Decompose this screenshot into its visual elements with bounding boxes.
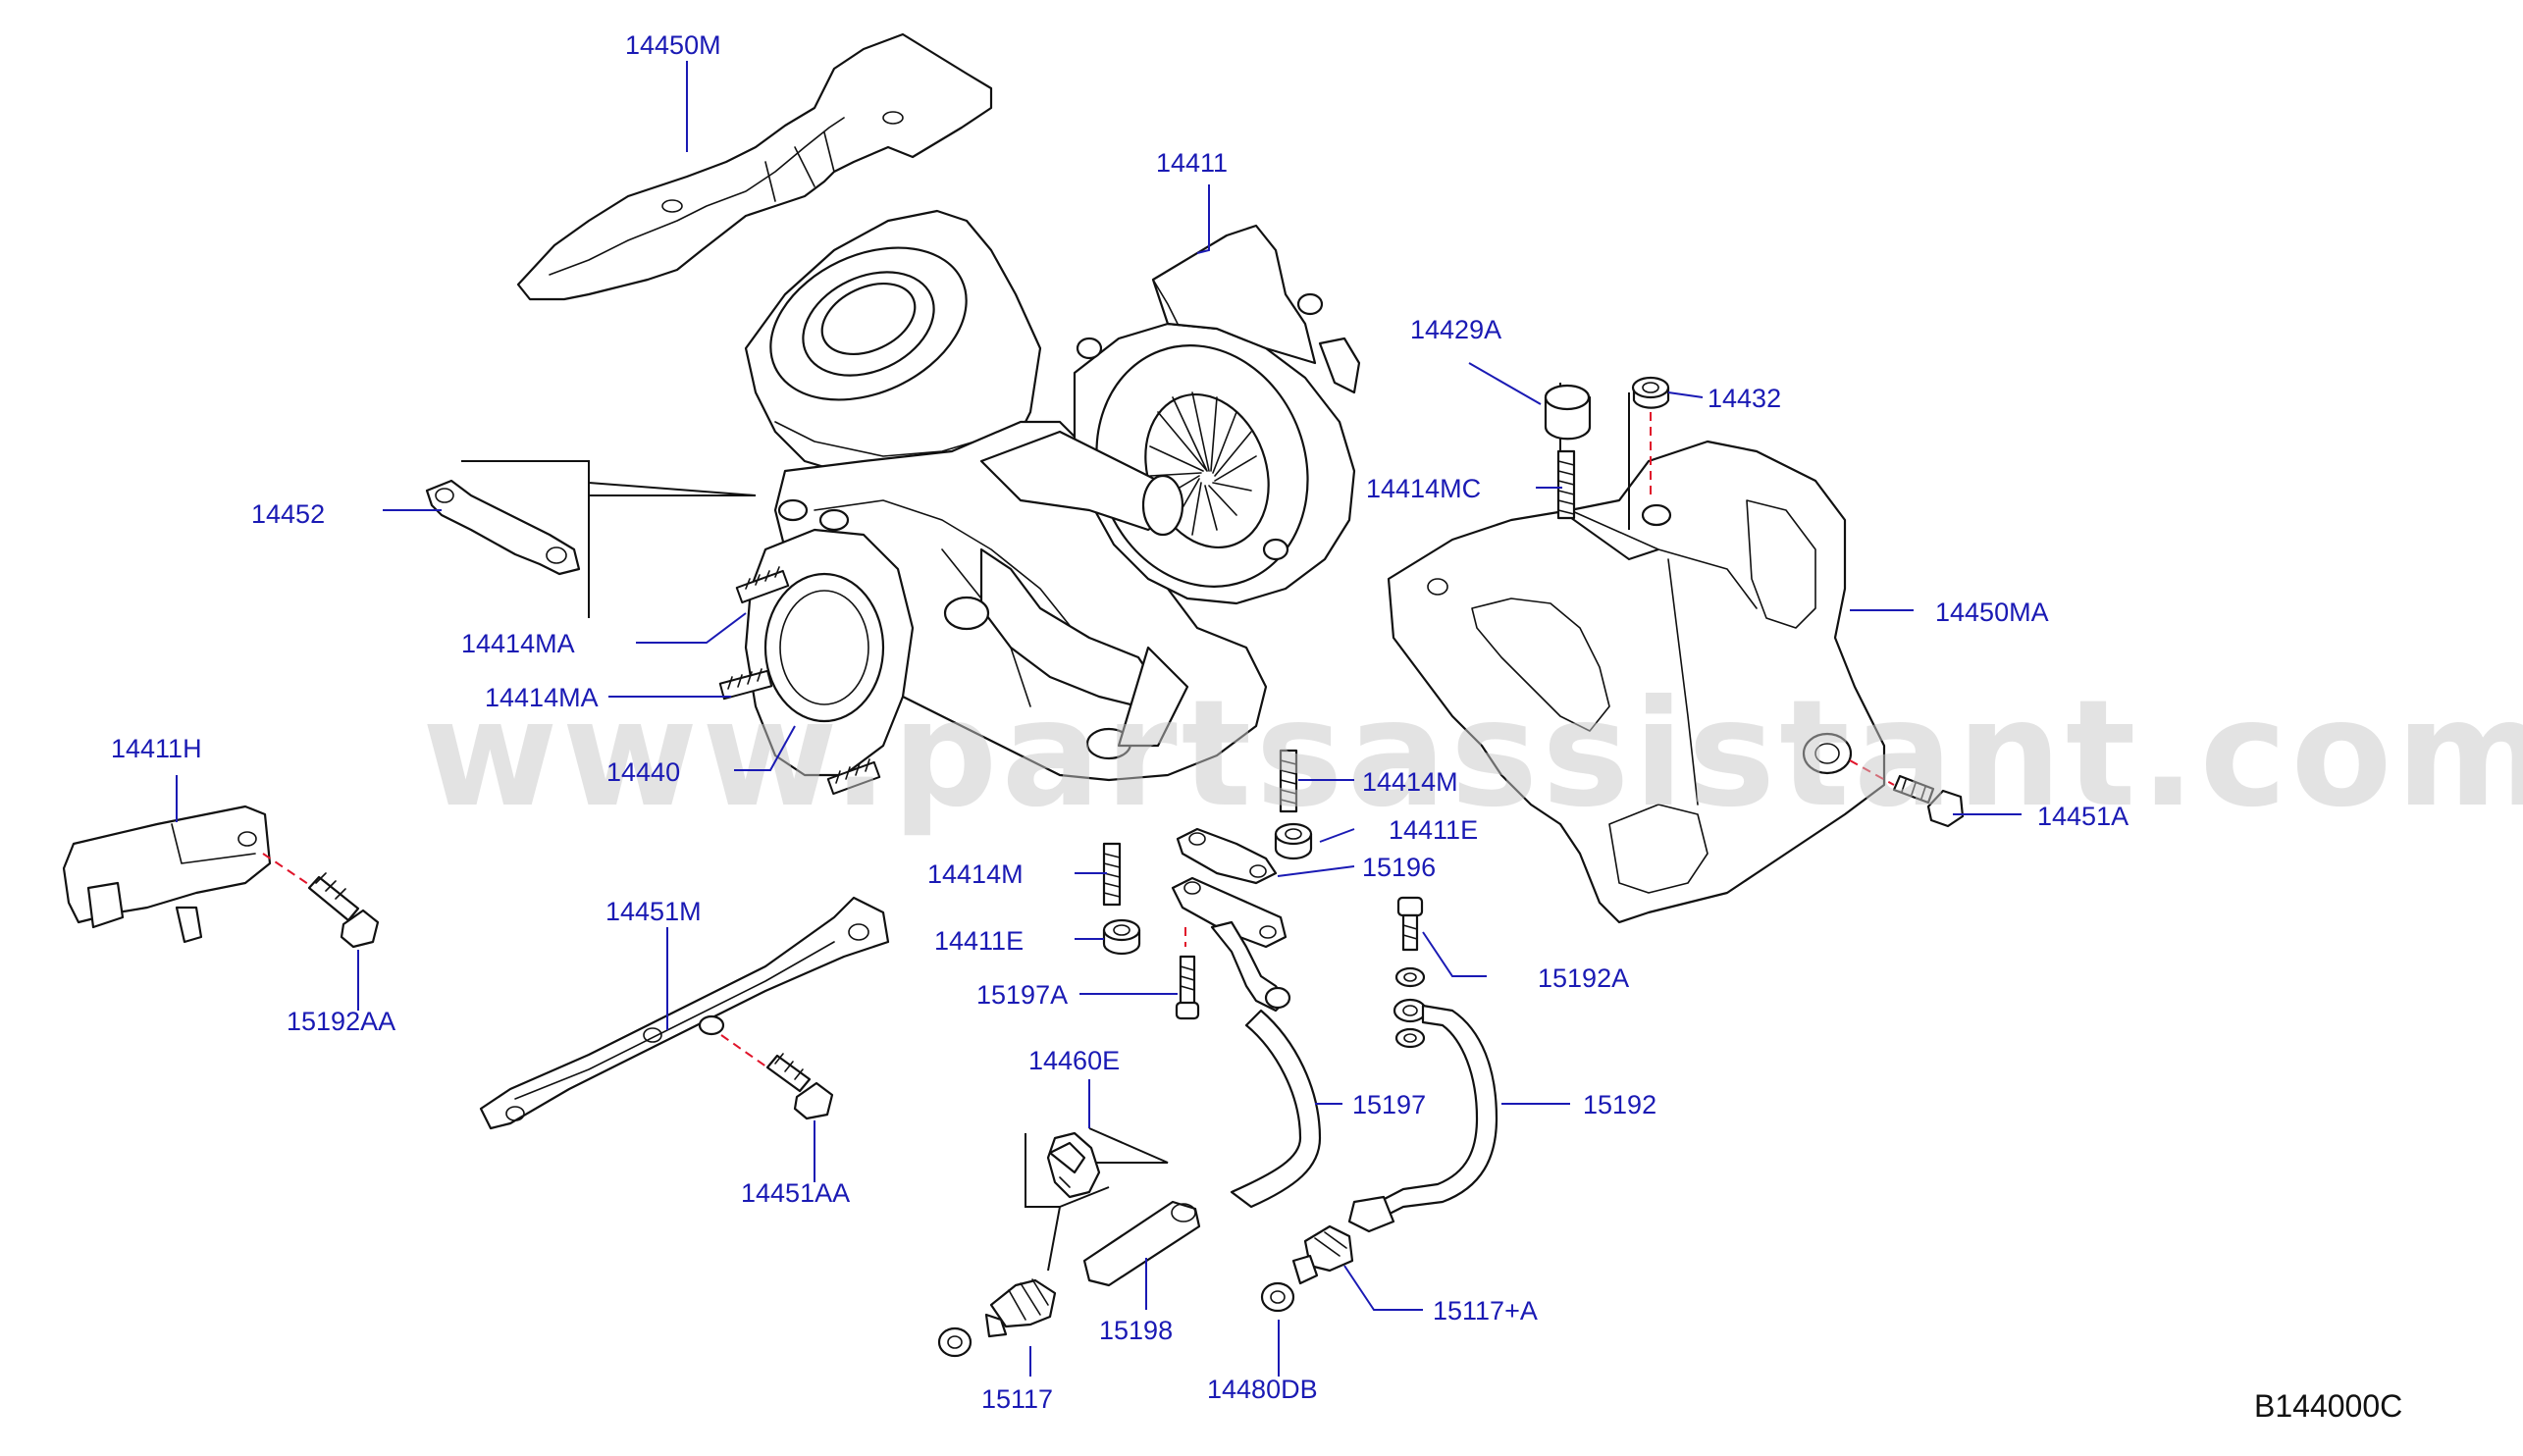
turbocharger-body[interactable] <box>718 209 1268 796</box>
nut-14432[interactable] <box>1631 376 1670 409</box>
label-14451AA[interactable]: 14451AA <box>741 1178 850 1208</box>
label-15192A[interactable]: 15192A <box>1538 963 1629 993</box>
label-14411E-lower[interactable]: 14411E <box>934 926 1024 956</box>
label-14432[interactable]: 14432 <box>1708 384 1781 413</box>
bracket-14411H[interactable] <box>62 805 272 944</box>
bracket-14451M[interactable] <box>479 896 890 1130</box>
oil-tube-15192[interactable] <box>1347 998 1498 1233</box>
bolt-15197A[interactable] <box>1175 955 1200 1020</box>
label-15197[interactable]: 15197 <box>1352 1090 1426 1119</box>
union-15117A[interactable] <box>1291 1224 1354 1285</box>
diagram-code: B144000C <box>2254 1388 2402 1424</box>
bolt-15192AA[interactable] <box>307 872 380 949</box>
label-14429A[interactable]: 14429A <box>1410 315 1501 344</box>
oil-tube-15197[interactable] <box>1210 920 1322 1209</box>
washer-14480DB[interactable] <box>1260 1281 1295 1313</box>
label-14452[interactable]: 14452 <box>251 499 325 529</box>
label-14451A[interactable]: 14451A <box>2037 802 2129 831</box>
union-15117[interactable] <box>937 1278 1057 1358</box>
label-14451M[interactable]: 14451M <box>605 897 702 926</box>
label-15198[interactable]: 15198 <box>1099 1316 1173 1345</box>
label-14450M[interactable]: 14450M <box>625 30 721 60</box>
label-15197A[interactable]: 15197A <box>976 980 1068 1010</box>
turbine-housing[interactable] <box>979 224 1361 616</box>
label-14450MA[interactable]: 14450MA <box>1935 598 2049 627</box>
label-14440[interactable]: 14440 <box>606 757 680 787</box>
nut-14411E-lower[interactable] <box>1102 918 1141 956</box>
part-labels: 14450M 14411 14429A 14432 14414MC 14452 … <box>111 30 2129 1414</box>
hose-15198[interactable] <box>1082 1200 1201 1287</box>
label-15192AA[interactable]: 15192AA <box>287 1007 395 1036</box>
leader-lines <box>176 61 2022 1377</box>
label-14414MA-lower[interactable]: 14414MA <box>485 683 599 712</box>
gasket-15196[interactable] <box>1171 827 1288 949</box>
spacer-14429A[interactable] <box>1544 384 1592 441</box>
label-14414MA-upper[interactable]: 14414MA <box>461 629 575 658</box>
bracket-14452[interactable] <box>425 460 757 618</box>
label-14480DB[interactable]: 14480DB <box>1207 1375 1318 1404</box>
heat-shield-right[interactable] <box>1387 383 1886 924</box>
label-14411E-upper[interactable]: 14411E <box>1389 815 1478 845</box>
heat-shield-upper[interactable] <box>516 32 993 301</box>
hose-clamp-14460E[interactable] <box>1025 1127 1169 1272</box>
label-14414MC[interactable]: 14414MC <box>1366 474 1481 503</box>
label-15192[interactable]: 15192 <box>1583 1090 1656 1119</box>
label-14414M-lower[interactable]: 14414M <box>927 859 1024 889</box>
bolt-14451A[interactable] <box>1892 774 1965 828</box>
bolt-14451AA[interactable] <box>765 1053 834 1120</box>
label-15196[interactable]: 15196 <box>1362 853 1436 882</box>
watermark: www.partsassistant.com <box>422 669 2523 840</box>
label-15117[interactable]: 15117 <box>981 1384 1053 1414</box>
stud-14414M-upper[interactable] <box>1279 749 1298 813</box>
bolt-15192A[interactable] <box>1394 896 1426 988</box>
label-14411H[interactable]: 14411H <box>111 734 202 763</box>
stud-14414MC[interactable] <box>1556 449 1576 520</box>
label-14414M-upper[interactable]: 14414M <box>1362 767 1458 797</box>
label-14460E[interactable]: 14460E <box>1028 1046 1120 1075</box>
nut-14411E-upper[interactable] <box>1274 822 1313 860</box>
label-14411[interactable]: 14411 <box>1156 148 1228 178</box>
label-15117A[interactable]: 15117+A <box>1433 1296 1538 1326</box>
